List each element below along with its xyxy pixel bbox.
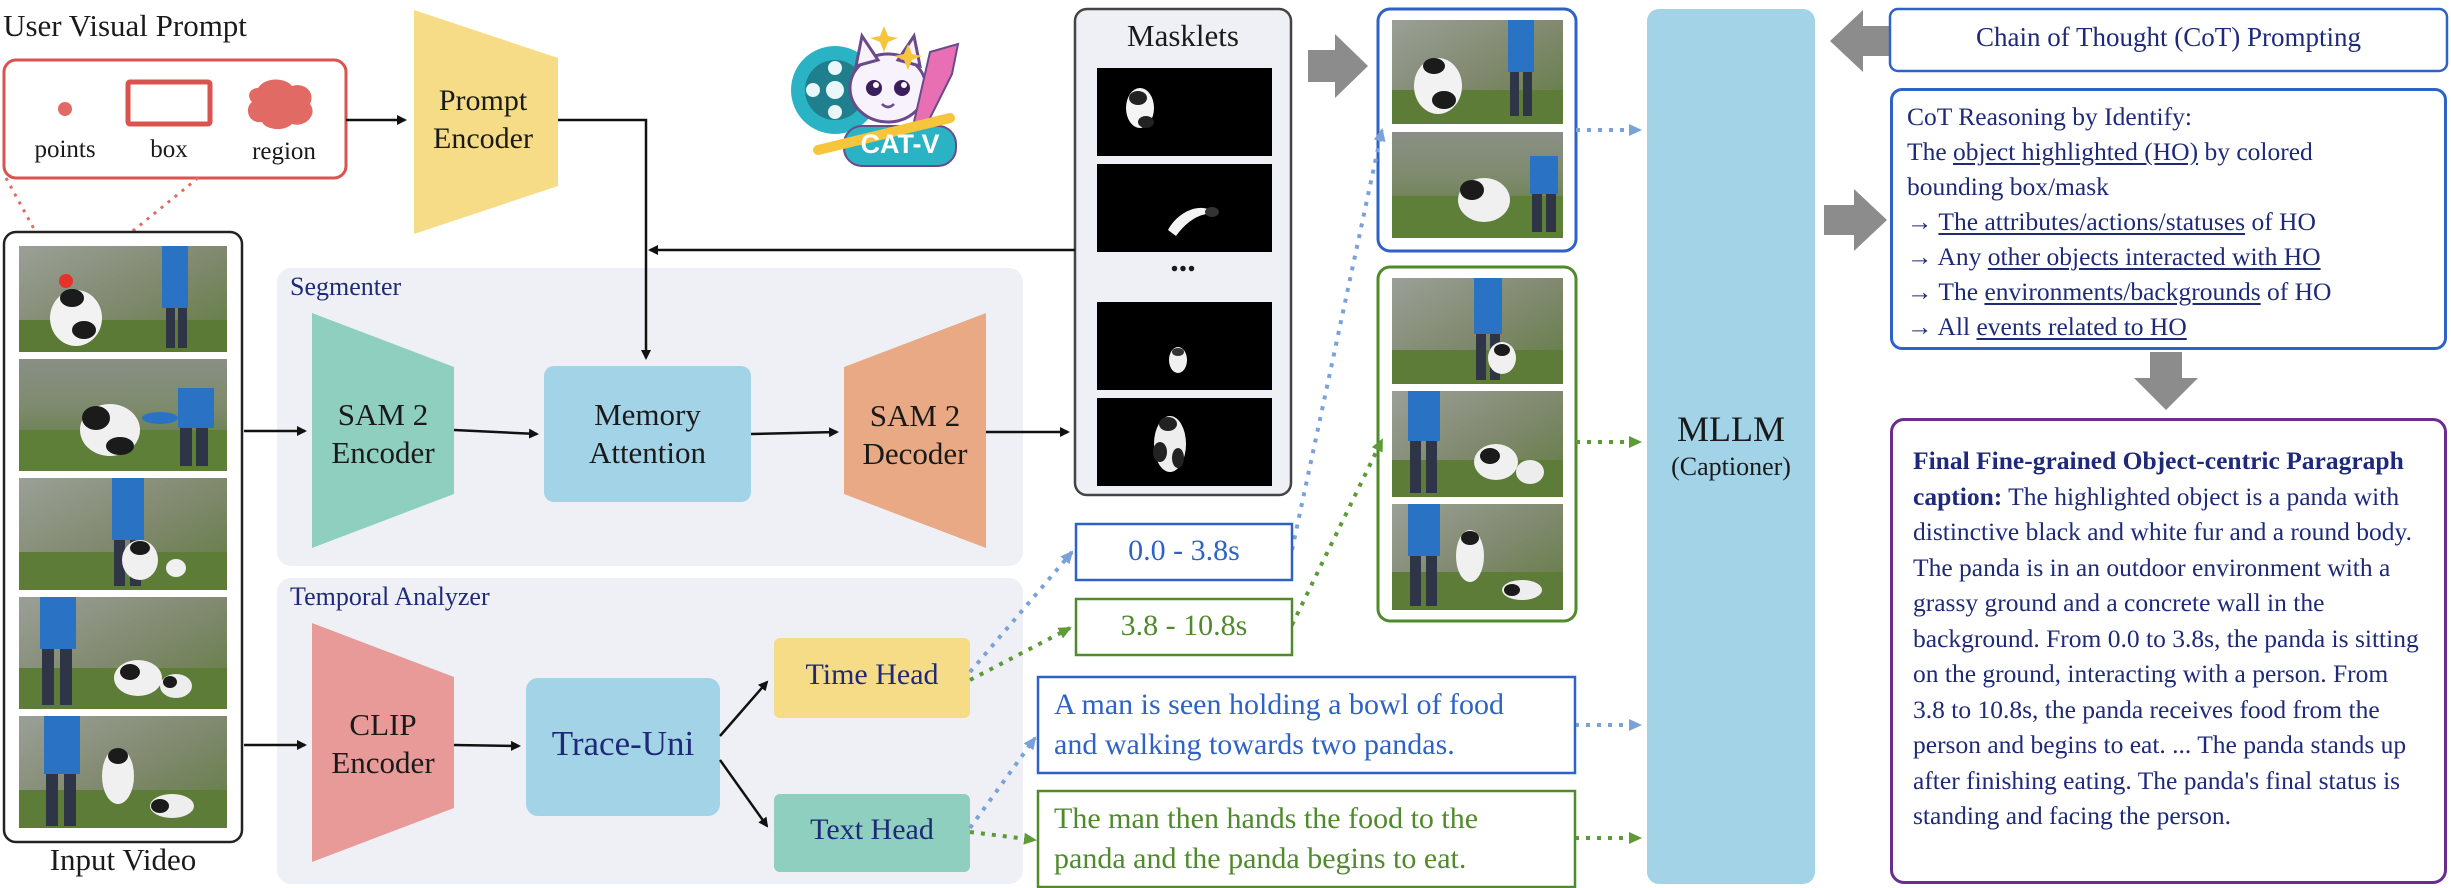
region-shape bbox=[247, 79, 313, 130]
clip-2-frame-c bbox=[1392, 504, 1563, 610]
trace-uni-shape bbox=[526, 678, 720, 816]
time-segment-1: 0.0 - 3.8s bbox=[1128, 534, 1240, 567]
prompt-encoder-label: Prompt Encoder bbox=[433, 84, 533, 155]
logo-text: CAT-V bbox=[860, 129, 940, 159]
cot-line-1: CoT Reasoning by Identify: bbox=[1907, 102, 2192, 131]
final-caption-box: Final Fine-grained Object-centric Paragr… bbox=[1890, 418, 2447, 884]
video-frame-5 bbox=[19, 716, 227, 828]
memory-attention-shape bbox=[544, 366, 751, 502]
sam2-decoder-label: SAM 2 Decoder bbox=[862, 398, 968, 471]
cot-item: → The environments/backgrounds of HO bbox=[1907, 277, 2332, 306]
mllm-subtitle: (Captioner) bbox=[1671, 452, 1791, 481]
masklet-panda-4 bbox=[1153, 416, 1186, 472]
final-caption-body: The highlighted object is a panda with d… bbox=[1913, 481, 2419, 831]
prompt-encoder-shape bbox=[414, 10, 558, 234]
input-video-label: Input Video bbox=[49, 842, 197, 877]
masklet-panda-1 bbox=[1126, 88, 1154, 128]
clip-encoder-label: CLIP Encoder bbox=[331, 707, 435, 780]
video-frame-4 bbox=[19, 597, 227, 709]
mllm-title: MLLM bbox=[1677, 409, 1785, 449]
time-segment-1-box bbox=[1074, 522, 1294, 582]
text-head-shape bbox=[774, 794, 970, 872]
masklets-label: Masklets bbox=[1127, 18, 1239, 53]
masklet-2 bbox=[1097, 164, 1272, 252]
gray-arrow-masklets bbox=[1308, 34, 1368, 98]
text-output-2-box bbox=[1036, 789, 1577, 888]
video-frame-1 bbox=[19, 246, 227, 352]
masklet-panda-3 bbox=[1169, 347, 1187, 373]
memory-attention-label: Memory Attention bbox=[588, 397, 707, 470]
gray-arrow-reasoning bbox=[1824, 189, 1887, 251]
points-label: points bbox=[34, 136, 96, 163]
sam2-decoder-shape bbox=[844, 313, 986, 548]
masklet-3 bbox=[1097, 302, 1272, 390]
mllm-shape bbox=[1647, 9, 1815, 884]
text-output-2: The man then hands the food to the panda… bbox=[1054, 802, 1479, 875]
masklet-panda-2 bbox=[1168, 207, 1219, 236]
time-segment-2: 3.8 - 10.8s bbox=[1120, 609, 1248, 642]
time-segment-2-box bbox=[1074, 597, 1294, 657]
segmenter-title: Segmenter bbox=[290, 272, 402, 301]
final-caption-heading: Final Fine-grained Object-centric Paragr… bbox=[1913, 446, 2404, 511]
clip-1-frame-b bbox=[1392, 132, 1563, 238]
cot-item: → Any other objects interacted with HO bbox=[1907, 242, 2321, 271]
clip-2-frame-b bbox=[1392, 391, 1563, 497]
time-head-label: Time Head bbox=[805, 658, 939, 691]
cot-prompting-box bbox=[1888, 7, 2449, 73]
region-label: region bbox=[252, 138, 316, 165]
clip-encoder-shape bbox=[312, 623, 454, 862]
sam2-encoder-shape bbox=[312, 313, 454, 548]
cot-prompting-label: Chain of Thought (CoT) Prompting bbox=[1976, 22, 2361, 52]
cot-item: → The attributes/actions/statuses of HO bbox=[1907, 207, 2316, 236]
time-head-shape bbox=[774, 638, 970, 718]
text-output-1: A man is seen holding a bowl of food and… bbox=[1054, 688, 1504, 761]
visual-prompt-title: User Visual Prompt bbox=[3, 8, 247, 43]
masklets-ellipsis: ... bbox=[1170, 242, 1196, 279]
text-output-1-box bbox=[1036, 675, 1577, 775]
video-frame-2 bbox=[19, 359, 227, 471]
cot-item: → All events related to HO bbox=[1907, 312, 2187, 341]
cot-line-3: bounding box/mask bbox=[1907, 172, 2109, 201]
masklet-1 bbox=[1097, 68, 1272, 156]
text-head-label: Text Head bbox=[810, 813, 934, 846]
gray-arrow-down bbox=[2134, 352, 2198, 410]
gray-arrow-cot bbox=[1830, 10, 1893, 72]
temporal-analyzer-title: Temporal Analyzer bbox=[290, 582, 490, 611]
box-label: box bbox=[150, 136, 188, 163]
cot-reasoning-box: CoT Reasoning by Identify: The object hi… bbox=[1890, 88, 2447, 350]
cat-v-logo bbox=[791, 26, 960, 167]
clip-1-frame-a bbox=[1392, 20, 1563, 124]
sam2-encoder-label: SAM 2 Encoder bbox=[331, 397, 435, 470]
cot-line-2: The object highlighted (HO) by colored bbox=[1907, 137, 2313, 166]
box-shape bbox=[125, 79, 213, 127]
clip-2-frame-a bbox=[1392, 278, 1563, 384]
trace-uni-label: Trace-Uni bbox=[551, 724, 695, 763]
point-shape bbox=[58, 102, 72, 116]
video-frame-3 bbox=[19, 478, 227, 590]
